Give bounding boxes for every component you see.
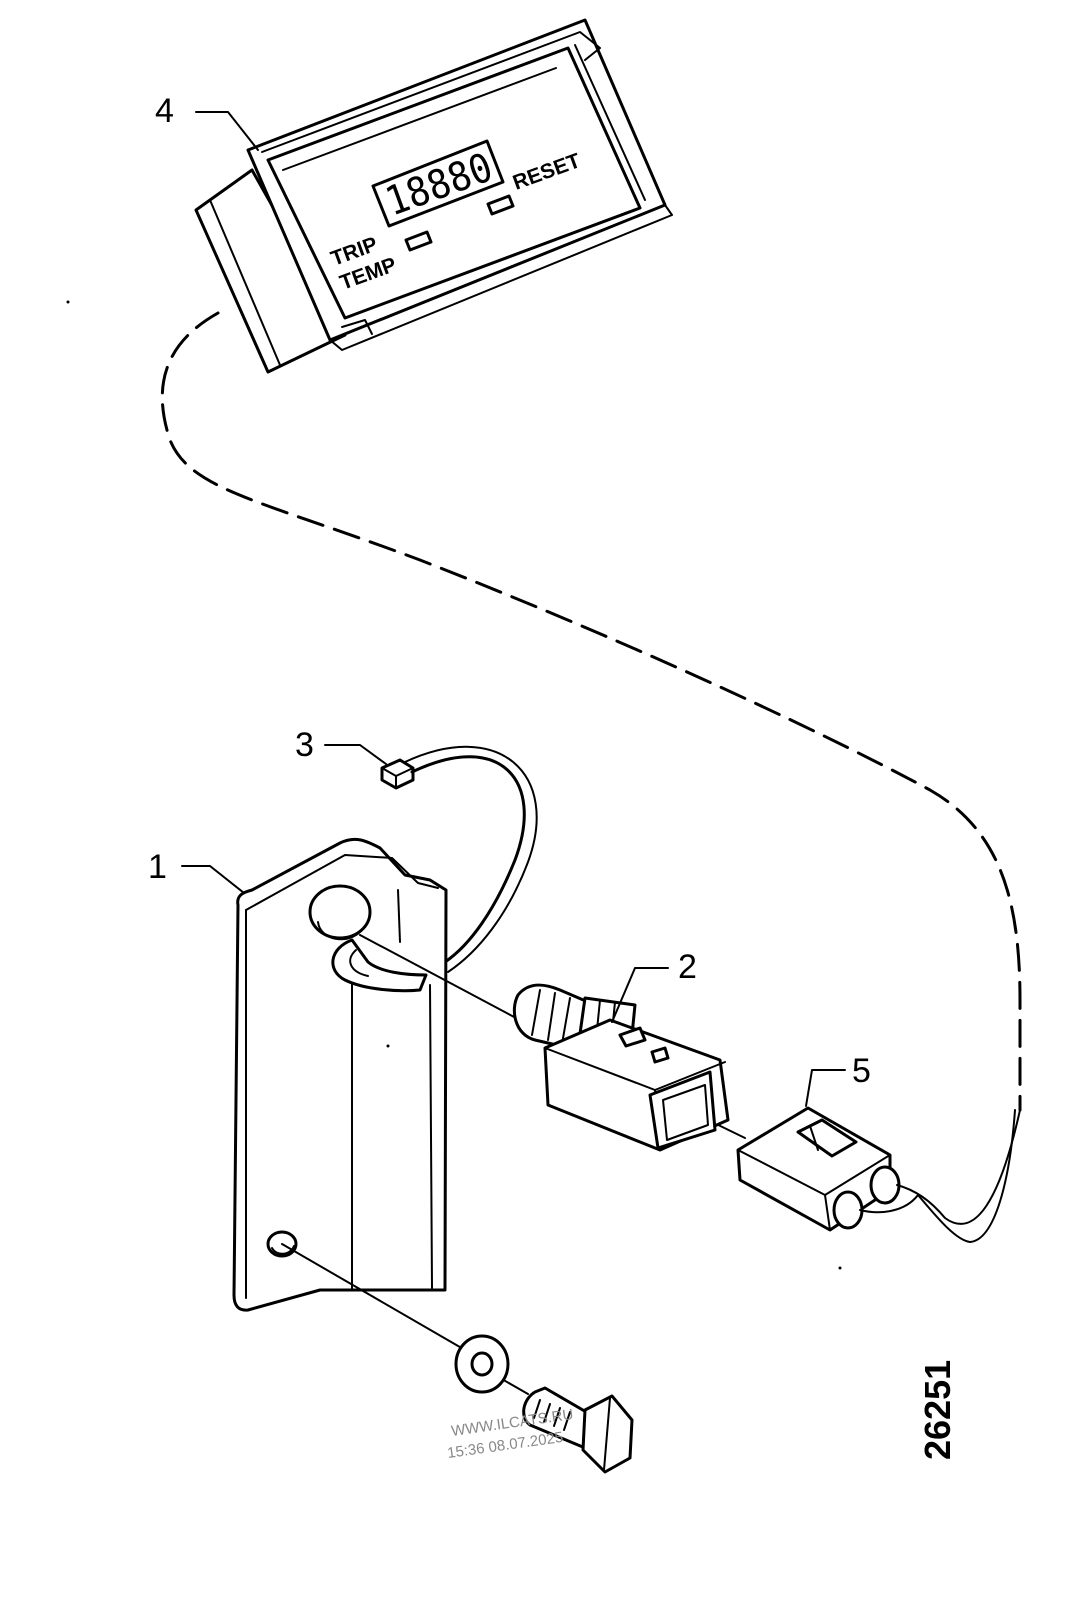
- harness-connector: [736, 1106, 1021, 1243]
- callout-1: 1: [148, 848, 167, 886]
- leader-1: [181, 865, 245, 894]
- callout-3: 3: [295, 726, 314, 764]
- hex-bolt: [522, 1386, 634, 1474]
- trip-temp-button: [404, 230, 433, 252]
- washer: [454, 1334, 510, 1394]
- callout-2: 2: [678, 948, 697, 986]
- brake-light-switch: [512, 983, 730, 1152]
- leader-4: [195, 111, 259, 151]
- clip-with-strap: [380, 745, 538, 973]
- trip-computer-display-unit: 18880 TRIP TEMP RESET: [194, 18, 673, 374]
- mounting-bracket: [232, 837, 448, 1312]
- callout-5: 5: [852, 1052, 871, 1090]
- reset-button: [486, 194, 515, 216]
- figure-number: 26251: [917, 1360, 958, 1460]
- dashed-cable: [160, 311, 1022, 1112]
- callout-4: 4: [155, 92, 174, 130]
- leader-3: [324, 744, 387, 765]
- bolt-axis-line: [281, 1243, 466, 1351]
- bracket-hole-upper: [308, 884, 372, 940]
- leader-5: [805, 1069, 846, 1107]
- switch-axis-line: [359, 934, 517, 1019]
- leader-2: [611, 967, 669, 1023]
